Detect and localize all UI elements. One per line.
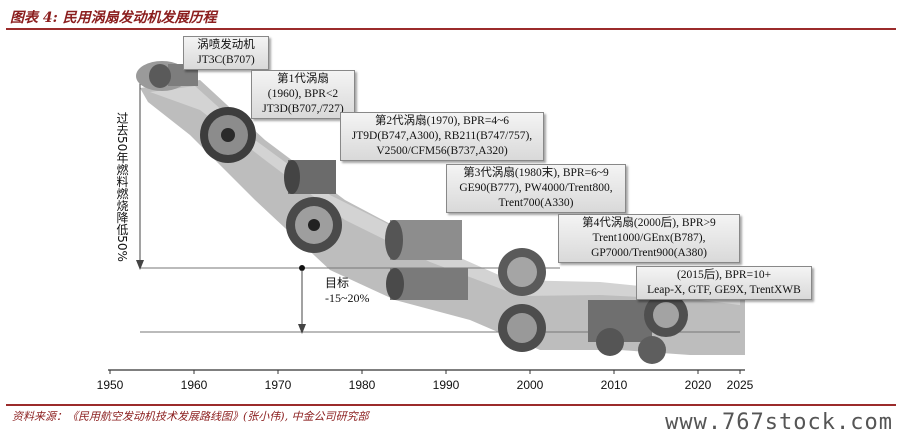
x-tick-label: 1990: [432, 378, 460, 392]
x-tick-label: 2010: [600, 378, 628, 392]
generation-line: 第2代涡扇(1970), BPR=4~6: [374, 115, 510, 127]
engine-gen4-image: [498, 248, 546, 352]
engine-gen2-image: [284, 160, 342, 253]
target-label-value: -15~20%: [325, 291, 370, 305]
generation-line: 第3代涡扇(1980末), BPR=6~9: [463, 167, 609, 179]
target-arrowhead: [298, 324, 306, 334]
generation-line: Leap-X, GTF, GE9X, TrentXWB: [647, 284, 801, 296]
generation-line: Trent1000/GEnx(B787),: [592, 232, 706, 244]
generation-box-gen5: (2015后), BPR=10+ Leap-X, GTF, GE9X, Tren…: [636, 266, 812, 300]
source-note: 资料来源：《民用航空发动机技术发展路线图》(张小伟), 中金公司研究部: [12, 410, 369, 423]
x-axis-ticks: [109, 370, 741, 374]
generation-line: JT3C(B707): [197, 54, 255, 66]
fuel-reduction-label: 过去50年燃料燃烧降低50%: [115, 112, 129, 262]
generation-line: (2015后), BPR=10+: [676, 269, 772, 281]
x-tick-label: 1960: [180, 378, 208, 392]
generation-line: 涡喷发动机: [197, 39, 255, 51]
generation-line: Trent700(A330): [498, 197, 574, 209]
generation-box-gen1: 第1代涡扇 (1960), BPR<2 JT3D(B707,/727): [251, 70, 355, 119]
x-tick-label: 1970: [264, 378, 292, 392]
generation-line: (1960), BPR<2: [267, 88, 339, 100]
engine-gen5-image: [588, 293, 688, 364]
generation-line: JT3D(B707,/727): [262, 103, 344, 115]
x-tick-label: 2000: [516, 378, 544, 392]
target-label-title: 目标: [325, 276, 350, 290]
engine-gen3-image: [385, 220, 468, 300]
footer-rule: [6, 404, 896, 406]
x-tick-label: 2025: [726, 378, 754, 392]
engine-gen1-image: [200, 107, 256, 163]
generation-line: V2500/CFM56(B737,A320): [376, 145, 508, 157]
generation-line: 第1代涡扇: [277, 73, 329, 85]
target-label: 目标 -15~20%: [325, 276, 369, 306]
title-bar: 图表 4: 民用涡扇发动机发展历程: [6, 4, 896, 30]
target-point: [299, 265, 305, 271]
generation-box-gen4: 第4代涡扇(2000后), BPR>9 Trent1000/GEnx(B787)…: [558, 214, 740, 263]
fuel-reduction-arrowhead: [136, 260, 144, 270]
generation-line: 第4代涡扇(2000后), BPR>9: [582, 217, 716, 229]
watermark: www.767stock.com: [665, 410, 893, 435]
figure-title: 图表 4: 民用涡扇发动机发展历程: [10, 10, 217, 26]
generation-box-gen3: 第3代涡扇(1980末), BPR=6~9 GE90(B777), PW4000…: [446, 164, 626, 213]
x-tick-label: 2020: [684, 378, 712, 392]
generation-line: GP7000/Trent900(A380): [591, 247, 707, 259]
generation-box-gen2: 第2代涡扇(1970), BPR=4~6 JT9D(B747,A300), RB…: [340, 112, 544, 161]
generation-box-turbojet: 涡喷发动机 JT3C(B707): [183, 36, 269, 70]
x-tick-label: 1950: [96, 378, 124, 392]
x-tick-label: 1980: [348, 378, 376, 392]
generation-line: GE90(B777), PW4000/Trent800,: [459, 182, 613, 194]
generation-line: JT9D(B747,A300), RB211(B747/757),: [351, 130, 533, 142]
evolution-band-highlight: [150, 86, 740, 305]
